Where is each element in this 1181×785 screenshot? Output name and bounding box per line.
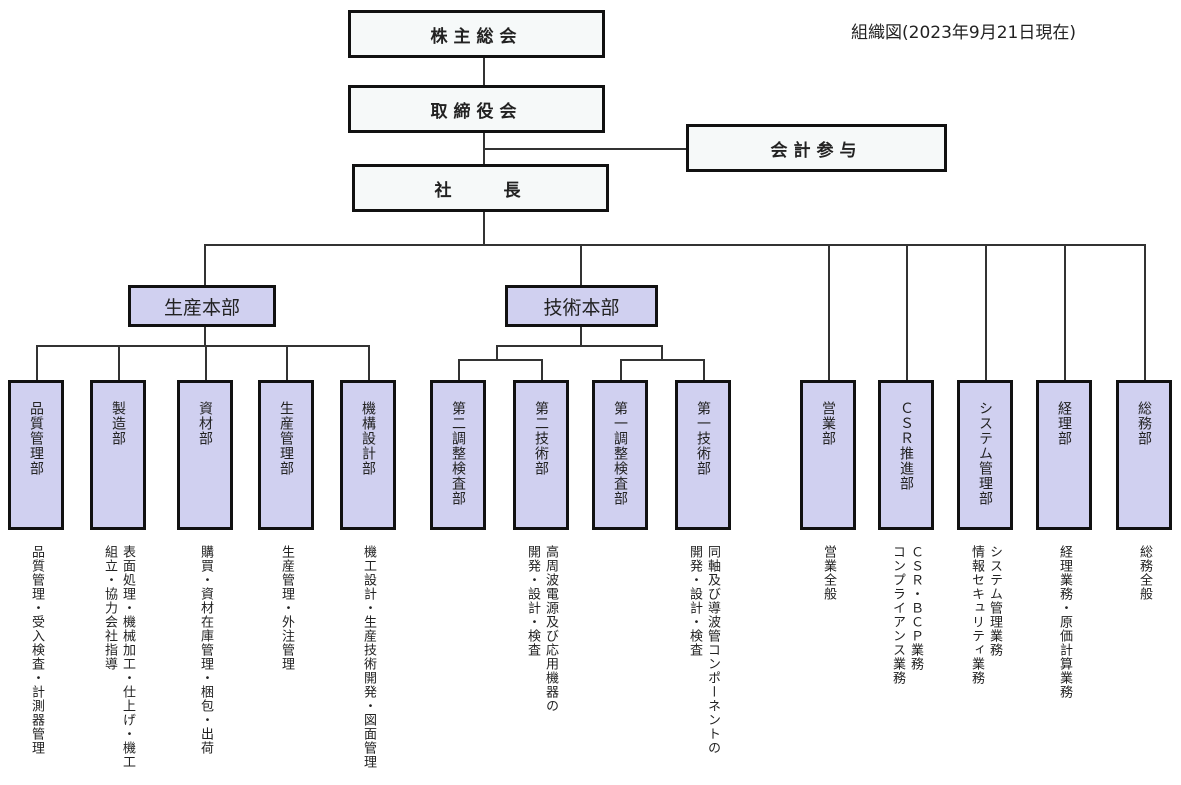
department-duties: 営業全般	[821, 545, 836, 601]
department-name: 第二技術部	[533, 401, 549, 476]
department-name: 総務部	[1136, 401, 1152, 446]
president-box: 社 長	[352, 164, 609, 212]
department-box: 経理部	[1036, 380, 1092, 530]
box-label: 株主総会	[430, 26, 523, 47]
box-label: 社 長	[434, 180, 527, 201]
department-box: ＣＳＲ推進部	[878, 380, 934, 530]
department-name: 第一調整検査部	[612, 401, 628, 506]
department-box: 総務部	[1116, 380, 1172, 530]
box-label: 生産本部	[163, 296, 240, 319]
department-name: システム管理部	[977, 401, 993, 506]
accounting-advisor-box: 会計参与	[686, 124, 947, 172]
technology-hq-box: 技術本部	[505, 285, 658, 327]
board-of-directors-box: 取締役会	[348, 85, 605, 133]
department-name: 第一技術部	[695, 401, 711, 476]
department-duties: 総務全般	[1137, 545, 1152, 601]
department-box: システム管理部	[957, 380, 1013, 530]
department-box: 製造部	[90, 380, 146, 530]
department-name: 第二調整検査部	[450, 401, 466, 506]
chart-date-label: 組織図(2023年9月21日現在)	[851, 23, 1076, 43]
department-box: 第一技術部	[675, 380, 731, 530]
department-name: 経理部	[1056, 401, 1072, 446]
department-name: 生産管理部	[278, 401, 294, 476]
department-duties: 品質管理・受入検査・計測器管理	[29, 545, 44, 755]
box-label: 取締役会	[430, 101, 523, 122]
department-name: 機構設計部	[360, 401, 376, 476]
department-duties: システム管理業務 情報セキュリティ業務	[969, 545, 1002, 685]
department-name: ＣＳＲ推進部	[898, 401, 914, 491]
department-duties: 高周波電源及び応用機器の 開発・設計・検査	[525, 545, 558, 713]
department-name: 製造部	[110, 401, 126, 446]
department-name: 資材部	[197, 401, 213, 446]
box-label: 技術本部	[543, 296, 620, 319]
department-duties: 機工設計・生産技術開発・図面管理	[361, 545, 376, 769]
department-box: 第一調整検査部	[592, 380, 648, 530]
department-duties: 経理業務・原価計算業務	[1057, 545, 1072, 699]
department-duties: ＣＳＲ・ＢＣＰ業務 コンプライアンス業務	[890, 545, 923, 685]
department-duties: 生産管理・外注管理	[279, 545, 294, 671]
department-box: 営業部	[800, 380, 856, 530]
department-box: 第二技術部	[513, 380, 569, 530]
department-box: 第二調整検査部	[430, 380, 486, 530]
department-box: 品質管理部	[8, 380, 64, 530]
department-name: 品質管理部	[28, 401, 44, 476]
box-label: 会計参与	[770, 140, 863, 161]
production-hq-box: 生産本部	[128, 285, 276, 327]
department-box: 機構設計部	[340, 380, 396, 530]
department-name: 営業部	[820, 401, 836, 446]
department-duties: 表面処理・機械加工・仕上げ・機工 組立・協力会社指導	[102, 545, 135, 769]
department-box: 生産管理部	[258, 380, 314, 530]
shareholders-meeting-box: 株主総会	[348, 10, 605, 58]
department-duties: 購買・資材在庫管理・梱包・出荷	[198, 545, 213, 755]
department-duties: 同軸及び導波管コンポーネントの 開発・設計・検査	[687, 545, 720, 755]
department-box: 資材部	[177, 380, 233, 530]
